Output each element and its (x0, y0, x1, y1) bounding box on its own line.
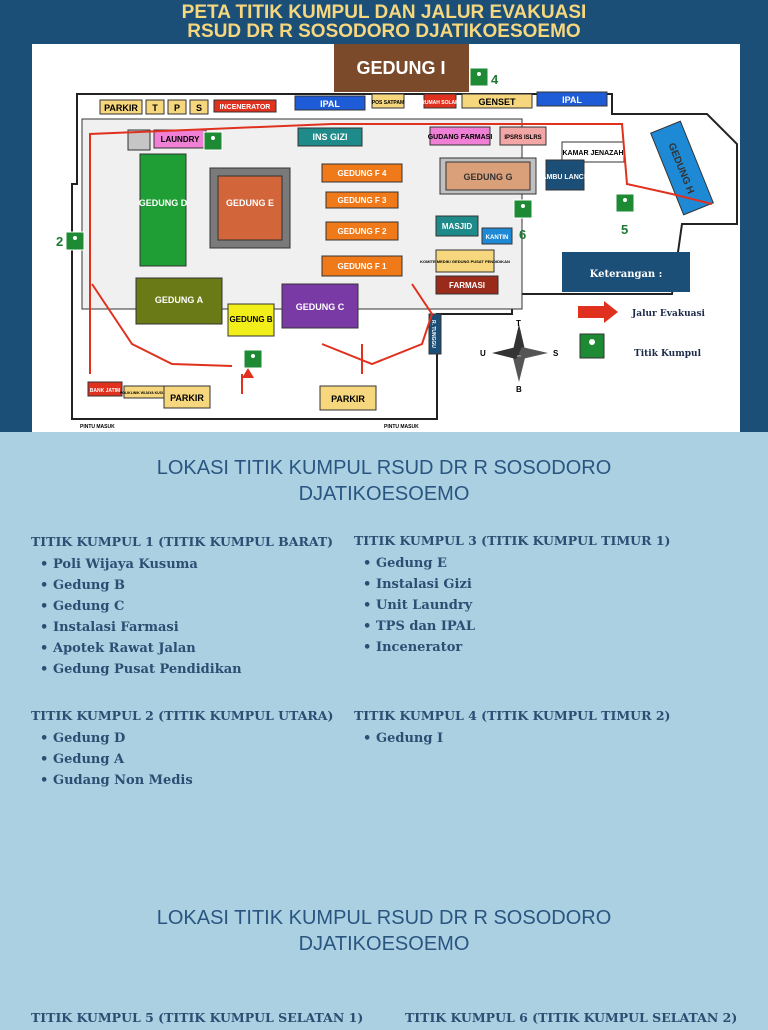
list-item: Instalasi Gizi (363, 574, 670, 595)
pintu-masuk-1-label: PINTU MASUK (80, 424, 115, 430)
pintu-masuk-2-label: PINTU MASUK (384, 424, 419, 430)
header-title-line2: RSUD DR R SOSODORO DJATIKOESOEMO (187, 21, 581, 42)
poliklinik-label: POLIKLINIK WIJAYA KUSUMA (120, 391, 170, 395)
parkir-top-label: PARKIR (104, 103, 138, 113)
list-item: Poli Wijaya Kusuma (40, 554, 333, 575)
gedung-d-label: GEDUNG D (139, 198, 188, 208)
marker-6-label: 6 (519, 227, 526, 242)
r-tunggu-label: R. TUNGGU (430, 320, 436, 348)
group-titik-kumpul-3: TITIK KUMPUL 3 (TITIK KUMPUL TIMUR 1) Ge… (354, 533, 670, 658)
evac-arrow-icon (578, 301, 618, 323)
incinerator-label: INCENERATOR (220, 104, 271, 111)
list-item: Apotek Rawat Jalan (40, 638, 333, 659)
group-titik-kumpul-1: TITIK KUMPUL 1 (TITIK KUMPUL BARAT) Poli… (31, 534, 333, 680)
ipal-1-label: IPAL (320, 99, 340, 109)
assembly-point-6: 6 (513, 199, 533, 242)
legend-evac-label: Jalur Evakuasi (631, 309, 706, 319)
gedung-g-label: GEDUNG G (463, 172, 512, 182)
legend-assembly-label: Titik Kumpul (634, 349, 702, 359)
header-title-line1: PETA TITIK KUMPUL DAN JALUR EVAKUASI (181, 2, 587, 23)
gedung-a-label: GEDUNG A (155, 295, 204, 305)
evacuation-route (89, 123, 713, 394)
gedung-b-label: GEDUNG B (229, 315, 272, 324)
komite-label: KOMITE MEDIK/ GEDUNG PUSAT PENDIDIKAN (420, 259, 510, 264)
group-titik-kumpul-6: TITIK KUMPUL 6 (TITIK KUMPUL SELATAN 2) (405, 1010, 737, 1030)
gedung-i-label: GEDUNG I (356, 58, 445, 78)
list-item: Gedung B (40, 575, 333, 596)
ipsrs-label: IPSRS ISLRS (504, 135, 541, 141)
list-item: Unit Laundry (363, 595, 670, 616)
marker-4-label: 4 (491, 72, 499, 87)
group-heading: TITIK KUMPUL 2 (TITIK KUMPUL UTARA) (31, 708, 334, 723)
gedung-f2-label: GEDUNG F 2 (338, 227, 387, 236)
rumah-solar-label: RUMAH SOLAR (421, 100, 459, 106)
assembly-point-5: 5 (615, 193, 635, 237)
section2-title-line2: DJATIKOESOEMO (298, 933, 470, 955)
list-item: Gedung I (363, 728, 670, 749)
marker-5-label: 5 (621, 222, 628, 237)
group-heading: TITIK KUMPUL 3 (TITIK KUMPUL TIMUR 1) (354, 533, 671, 548)
group-titik-kumpul-4: TITIK KUMPUL 4 (TITIK KUMPUL TIMUR 2) Ge… (354, 708, 670, 749)
group-heading: TITIK KUMPUL 1 (TITIK KUMPUL BARAT) (31, 534, 334, 549)
kamar-jenazah-label: KAMAR JENAZAH (562, 150, 623, 157)
masjid-label: MASJID (442, 222, 472, 231)
bank-jatim-label: BANK JATIM (90, 388, 120, 394)
marker-2-label: 2 (56, 234, 63, 249)
list-item: Incenerator (363, 637, 670, 658)
gedung-i-block (334, 44, 469, 92)
list-item: TPS dan IPAL (363, 616, 670, 637)
compass-south: B (516, 385, 522, 394)
assembly-point-4: 4 (469, 67, 499, 87)
compass-east: S (553, 349, 559, 358)
pos-satpam-top-label: POS SATPAM (372, 100, 404, 106)
section1-title-line2: DJATIKOESOEMO (298, 483, 470, 505)
farmasi-label: FARMASI (449, 281, 485, 290)
evacuation-map: GEDUNG I PARKIR T P S INCENERATOR IPAL P… (32, 44, 740, 432)
list-item: Gedung C (40, 596, 333, 617)
group-heading: TITIK KUMPUL 4 (TITIK KUMPUL TIMUR 2) (354, 708, 671, 723)
section2-title-line1: LOKASI TITIK KUMPUL RSUD DR R SOSODORO (156, 907, 612, 929)
gedung-f3-label: GEDUNG F 3 (338, 196, 387, 205)
assembly-point-2: 2 (56, 231, 85, 251)
compass-rose: T B U S (480, 319, 559, 394)
kantin-label: KANTIN (486, 235, 509, 241)
group-titik-kumpul-5: TITIK KUMPUL 5 (TITIK KUMPUL SELATAN 1) (31, 1010, 363, 1030)
section1-title-line1: LOKASI TITIK KUMPUL RSUD DR R SOSODORO (156, 457, 612, 479)
list-item: Gedung E (363, 553, 670, 574)
laundry-label: LAUNDRY (161, 135, 200, 144)
legend-title: Keterangan : (590, 269, 663, 280)
parkir-bottom-left-label: PARKIR (170, 393, 204, 403)
assembly-point-icon (579, 333, 605, 359)
compass-north: T (516, 319, 521, 328)
group-titik-kumpul-2: TITIK KUMPUL 2 (TITIK KUMPUL UTARA) Gedu… (31, 708, 333, 791)
gedung-f1-label: GEDUNG F 1 (338, 262, 387, 271)
assembly-point-3 (203, 131, 223, 151)
tps-s-label: S (196, 103, 202, 113)
list-item: Instalasi Farmasi (40, 617, 333, 638)
list-item: Gudang Non Medis (40, 770, 333, 791)
ambulance-label: AMBU LANCE (541, 174, 588, 181)
group-heading: TITIK KUMPUL 6 (TITIK KUMPUL SELATAN 2) (405, 1010, 738, 1025)
list-item: Gedung A (40, 749, 333, 770)
tps-p-label: P (174, 103, 180, 113)
compass-west: U (480, 349, 486, 358)
map-legend: Keterangan : Jalur Evakuasi Titik Kumpul (562, 252, 706, 359)
assembly-point-1 (243, 349, 263, 369)
ins-gizi-label: INS GIZI (312, 132, 347, 142)
list-item: Gedung D (40, 728, 333, 749)
genset-label: GENSET (478, 97, 516, 107)
parkir-bottom-right-label: PARKIR (331, 394, 365, 404)
tps-t-label: T (152, 103, 158, 113)
list-item: Gedung Pusat Pendidikan (40, 659, 333, 680)
gedung-e-label: GEDUNG E (226, 198, 274, 208)
ipal-2-label: IPAL (562, 95, 582, 105)
gedung-f4-label: GEDUNG F 4 (338, 169, 387, 178)
gedung-c-label: GEDUNG C (296, 302, 345, 312)
group-heading: TITIK KUMPUL 5 (TITIK KUMPUL SELATAN 1) (31, 1010, 364, 1025)
gudang-farmasi-label: GUDANG FARMASI (428, 134, 493, 141)
